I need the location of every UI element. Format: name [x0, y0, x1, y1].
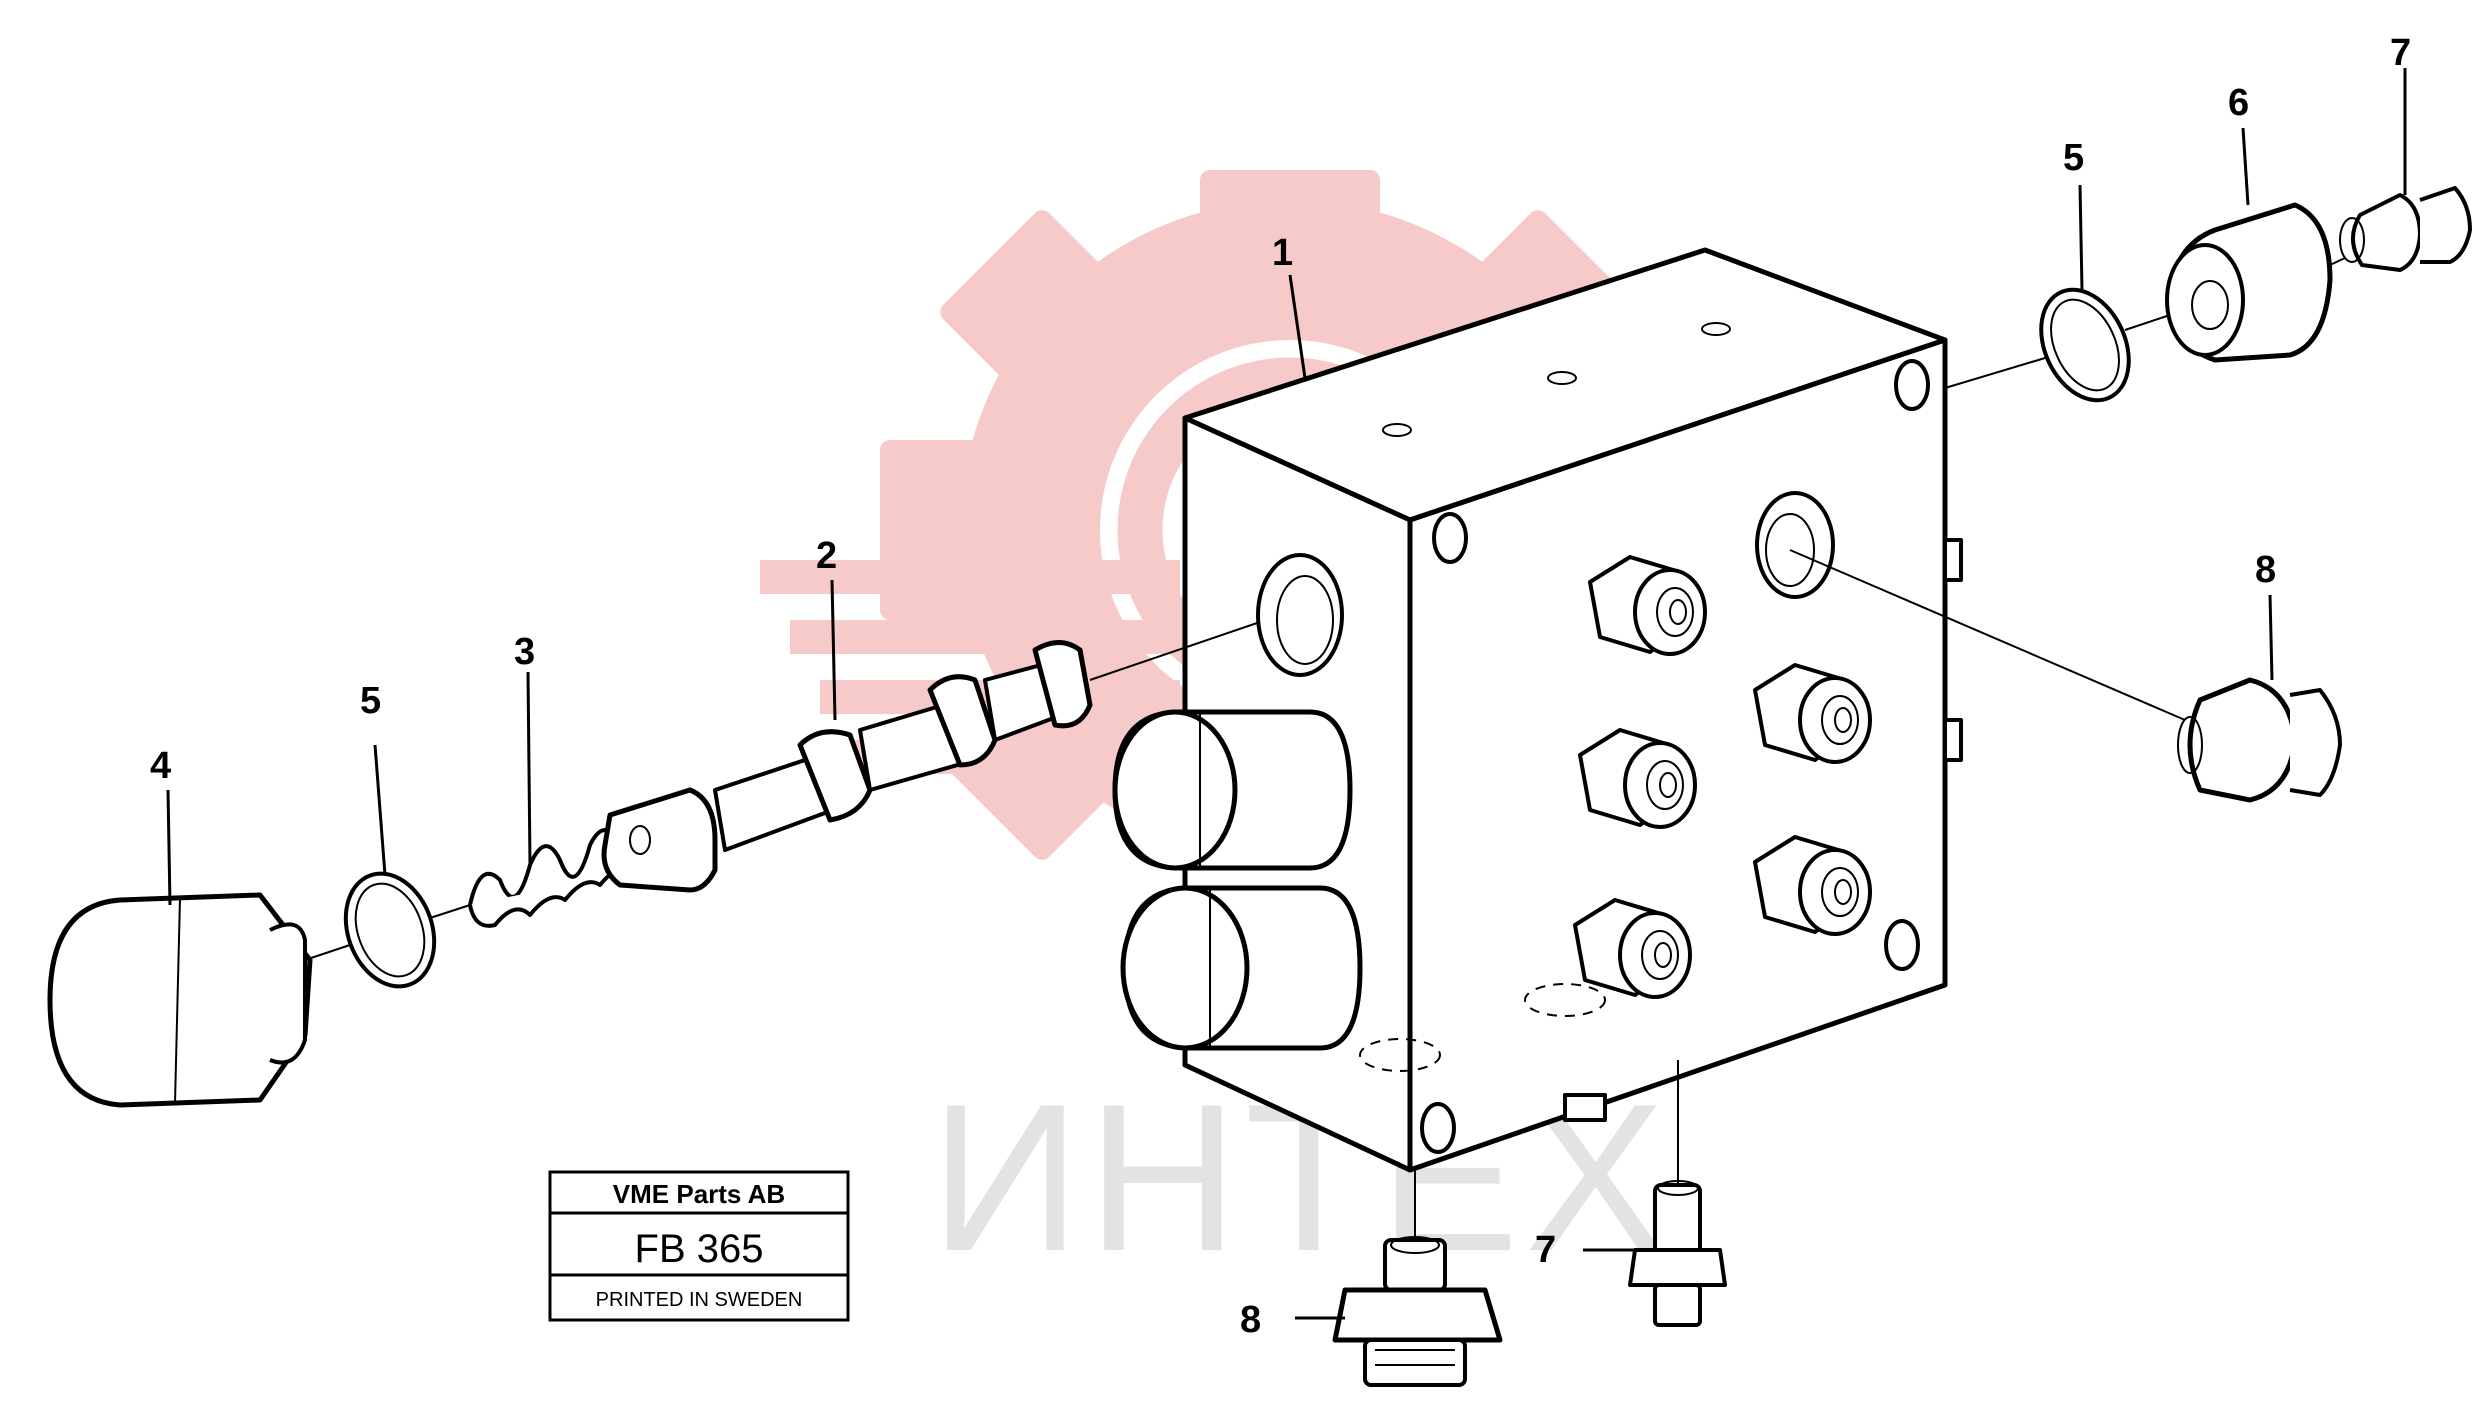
face-fittings: [1573, 555, 1872, 999]
adapter-fitting: [2165, 202, 2333, 363]
leader-lines: [166, 68, 2407, 1320]
callout-2: 2: [816, 535, 837, 577]
callout-8-bottom: 8: [1240, 1299, 1261, 1341]
title-block-code: FB 365: [635, 1227, 764, 1271]
callout-7-bottom: 7: [1535, 1229, 1556, 1271]
seal-ring-right: [2039, 287, 2131, 403]
end-cap: [47, 892, 313, 1108]
nipple-bottom: [1628, 1180, 1727, 1327]
title-block-printed: PRINTED IN SWEDEN: [596, 1289, 803, 1311]
spool: [601, 640, 1093, 893]
hex-caps: [1112, 709, 1363, 1051]
callout-4: 4: [150, 745, 171, 787]
nipple-right: [2177, 677, 2342, 803]
callout-8-right: 8: [2255, 549, 2276, 591]
callout-1: 1: [1272, 232, 1293, 274]
title-block-company: VME Parts AB: [613, 1179, 785, 1209]
callout-5-right: 5: [2063, 137, 2084, 179]
callout-3: 3: [514, 631, 535, 673]
seal-ring-left: [343, 871, 437, 989]
callout-5-left: 5: [360, 680, 381, 722]
title-block: VME Parts AB FB 365 PRINTED IN SWEDEN: [548, 1170, 850, 1322]
adapter-bottom: [1332, 1236, 1503, 1387]
callout-7-top: 7: [2390, 32, 2411, 74]
callout-labels: 1 2 3 4 5 5 6 7 7 8 8: [150, 32, 2411, 1341]
callout-6: 6: [2228, 82, 2249, 124]
nipple-top-right: [2339, 186, 2472, 272]
